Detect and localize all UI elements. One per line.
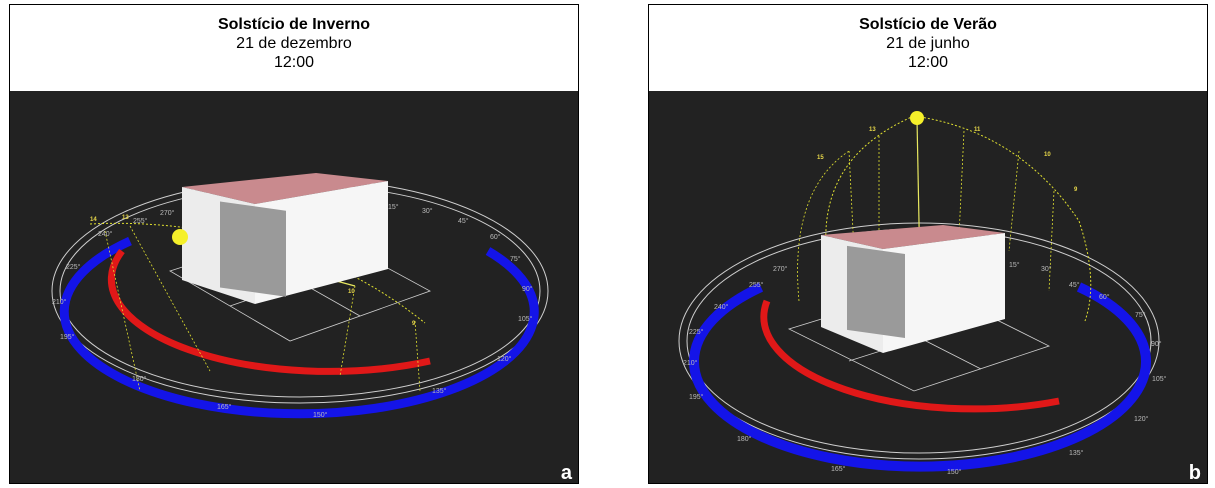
panel-summer-solstice: Solstício de Verão 21 de junho 12:00 bbox=[648, 4, 1208, 484]
blue-arc bbox=[59, 236, 539, 419]
blue-arc bbox=[689, 282, 1151, 472]
panel-title: Solstício de Inverno bbox=[217, 16, 371, 33]
azimuth-label: 120° bbox=[497, 355, 512, 363]
azimuth-label: 30° bbox=[1041, 265, 1052, 273]
azimuth-label: 240° bbox=[714, 303, 729, 311]
azimuth-label: 45° bbox=[1069, 281, 1080, 289]
azimuth-label: 105° bbox=[1152, 375, 1167, 383]
azimuth-label: 150° bbox=[947, 468, 962, 476]
azimuth-label: 75° bbox=[1135, 311, 1146, 319]
sun-icon bbox=[910, 111, 924, 125]
azimuth-label: 15° bbox=[1009, 261, 1020, 269]
azimuth-label: 135° bbox=[432, 387, 447, 395]
azimuth-label: 75° bbox=[510, 255, 521, 263]
azimuth-label: 180° bbox=[132, 375, 147, 383]
azimuth-label: 120° bbox=[1134, 415, 1149, 423]
azimuth-label: 180° bbox=[737, 435, 752, 443]
panel-letter: a bbox=[560, 462, 572, 483]
azimuth-label: 270° bbox=[160, 209, 175, 217]
caption: Solstício de Inverno 21 de dezembro 12:0… bbox=[10, 5, 578, 91]
azimuth-label: 240° bbox=[98, 230, 113, 238]
sun-path bbox=[89, 222, 426, 324]
azimuth-label: 165° bbox=[217, 403, 232, 411]
panel-winter-solstice: Solstício de Inverno 21 de dezembro 12:0… bbox=[9, 4, 579, 484]
sun-icon bbox=[172, 229, 188, 245]
azimuth-label: 150° bbox=[313, 411, 328, 419]
hour-label: 11 bbox=[974, 127, 981, 133]
building-roof bbox=[182, 173, 388, 204]
sun-path-scene: 14 13 10 9 270° 255° 240° 225° 210° 195°… bbox=[10, 91, 578, 483]
red-arc bbox=[107, 248, 431, 375]
building-roof bbox=[821, 225, 1005, 249]
panel-letter: b bbox=[1188, 462, 1201, 483]
hour-label: 10 bbox=[348, 289, 355, 295]
sun-path-scene: 13 11 10 15 9 270° 255° 240° 225° 210° 1… bbox=[649, 91, 1207, 483]
hour-label: 10 bbox=[1044, 152, 1051, 158]
azimuth-label: 15° bbox=[388, 203, 399, 211]
panel-time: 12:00 bbox=[907, 54, 949, 71]
azimuth-label: 90° bbox=[522, 285, 533, 293]
hour-label: 13 bbox=[869, 127, 876, 133]
azimuth-label: 195° bbox=[689, 393, 704, 401]
scene-drawing: 14 13 10 9 270° 255° 240° 225° 210° 195°… bbox=[51, 173, 549, 419]
window-grid bbox=[847, 245, 905, 338]
red-arc bbox=[760, 299, 1060, 413]
sun-path bbox=[825, 115, 1092, 322]
azimuth-label: 90° bbox=[1151, 340, 1162, 348]
azimuth-label: 225° bbox=[689, 328, 704, 336]
azimuth-label: 60° bbox=[1099, 293, 1110, 301]
azimuth-label: 45° bbox=[458, 217, 469, 225]
azimuth-label: 30° bbox=[422, 207, 433, 215]
azimuth-label: 210° bbox=[52, 298, 67, 306]
azimuth-label: 60° bbox=[490, 233, 501, 241]
azimuth-label: 270° bbox=[773, 265, 788, 273]
building-side-wall bbox=[883, 233, 1005, 353]
azimuth-label: 210° bbox=[683, 359, 698, 367]
azimuth-label: 195° bbox=[60, 333, 75, 341]
panel-time: 12:00 bbox=[273, 54, 315, 71]
hour-label: 15 bbox=[817, 155, 824, 161]
azimuth-label: 105° bbox=[518, 315, 533, 323]
panel-date: 21 de dezembro bbox=[236, 35, 352, 52]
hour-label: 9 bbox=[1074, 187, 1078, 193]
building-side-wall bbox=[255, 181, 388, 304]
azimuth-label: 225° bbox=[66, 263, 81, 271]
hour-label: 9 bbox=[412, 321, 416, 327]
panel-date: 21 de junho bbox=[886, 35, 970, 52]
window-grid bbox=[220, 201, 286, 297]
azimuth-label: 255° bbox=[133, 217, 148, 225]
hour-label: 13 bbox=[122, 215, 129, 221]
caption: Solstício de Verão 21 de junho 12:00 bbox=[649, 5, 1207, 91]
hour-label: 14 bbox=[90, 217, 97, 223]
azimuth-label: 135° bbox=[1069, 449, 1084, 457]
azimuth-label: 255° bbox=[749, 281, 764, 289]
scene-drawing: 13 11 10 15 9 270° 255° 240° 225° 210° 1… bbox=[678, 111, 1167, 476]
azimuth-label: 165° bbox=[831, 465, 846, 473]
panel-title: Solstício de Verão bbox=[859, 16, 997, 33]
